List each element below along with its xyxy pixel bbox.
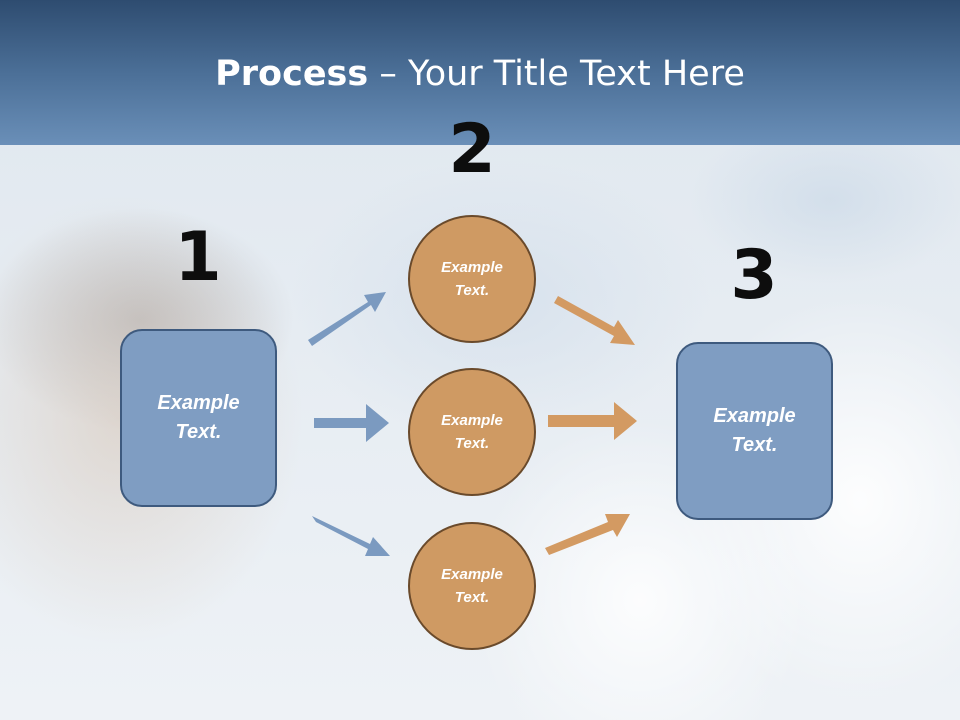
step-2-circle-middle: Example Text. xyxy=(408,368,536,496)
step-3-number: 3 xyxy=(730,236,778,315)
arrow-to-top-circle xyxy=(308,292,386,346)
step-1-box: Example Text. xyxy=(120,329,277,507)
step-2-circle-top: Example Text. xyxy=(408,215,536,343)
step-2-circle-middle-text: Example Text. xyxy=(441,412,503,452)
blue-arrows xyxy=(308,292,390,556)
orange-arrows xyxy=(545,296,637,555)
step-2-circle-bottom-text: Example Text. xyxy=(441,566,503,606)
arrow-from-middle-circle xyxy=(548,402,637,440)
title-bold: Process xyxy=(215,54,369,94)
slide-title: Process – Your Title Text Here xyxy=(0,52,960,96)
step-2-circle-bottom: Example Text. xyxy=(408,522,536,650)
arrow-from-top-circle xyxy=(554,296,635,345)
title-bar: Process – Your Title Text Here xyxy=(0,0,960,145)
step-3-box: Example Text. xyxy=(676,342,833,520)
arrow-from-bottom-circle xyxy=(545,514,630,555)
step-1-number: 1 xyxy=(174,218,222,297)
step-1-text: Example Text. xyxy=(157,392,240,443)
step-3-text: Example Text. xyxy=(713,405,796,456)
step-2-number: 2 xyxy=(448,110,496,189)
step-2-circle-top-text: Example Text. xyxy=(441,259,503,299)
arrow-to-bottom-circle xyxy=(312,516,390,556)
arrow-to-middle-circle xyxy=(314,404,389,442)
title-rest: – Your Title Text Here xyxy=(368,54,745,94)
